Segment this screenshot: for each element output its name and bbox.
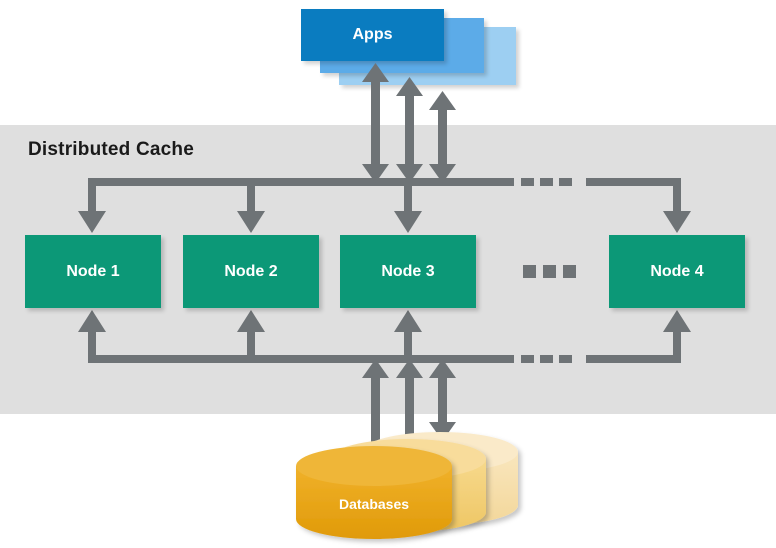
bottom-bus-right-segment	[586, 355, 681, 363]
apps-label: Apps	[352, 26, 393, 43]
top-bus-to-node-1-arrow	[78, 178, 106, 233]
top-bus-to-node-2-arrow	[237, 178, 265, 233]
node-box-4[interactable]	[609, 235, 745, 308]
top-bus-to-node-4-arrow	[663, 178, 691, 233]
bottom-bus-left-segment	[88, 355, 514, 363]
top-bus-dot-2	[540, 178, 553, 186]
distributed-cache-label: Distributed Cache	[28, 139, 194, 160]
databases-arrow-3	[429, 359, 456, 441]
node-2-to-bottom-bus-arrow	[237, 310, 265, 363]
bottom-bus-dot-2	[540, 355, 553, 363]
node-box-2[interactable]	[183, 235, 319, 308]
top-bus-dot-1	[521, 178, 534, 186]
bottom-bus-dot-3	[559, 355, 572, 363]
top-bus-left-segment	[88, 178, 514, 186]
apps-arrow-3	[429, 91, 456, 183]
node-1-to-bottom-bus-arrow	[78, 310, 106, 363]
databases-label: Databases	[338, 496, 410, 512]
node-row-dot-2	[543, 265, 556, 278]
node-3-to-bottom-bus-arrow	[394, 310, 422, 363]
node-box-3[interactable]	[340, 235, 476, 308]
node-4-to-bottom-bus-arrow	[663, 310, 691, 363]
bottom-bus-dot-1	[521, 355, 534, 363]
top-bus-to-node-3-arrow	[394, 178, 422, 233]
database-cylinder-front	[296, 446, 452, 539]
node-row-dot-1	[523, 265, 536, 278]
node-box-1[interactable]	[25, 235, 161, 308]
top-bus-dot-3	[559, 178, 572, 186]
top-bus-right-segment	[586, 178, 681, 186]
node-row-dot-3	[563, 265, 576, 278]
apps-arrow-1	[362, 63, 389, 183]
apps-arrow-2	[396, 77, 423, 183]
apps-box-front[interactable]	[301, 9, 444, 61]
